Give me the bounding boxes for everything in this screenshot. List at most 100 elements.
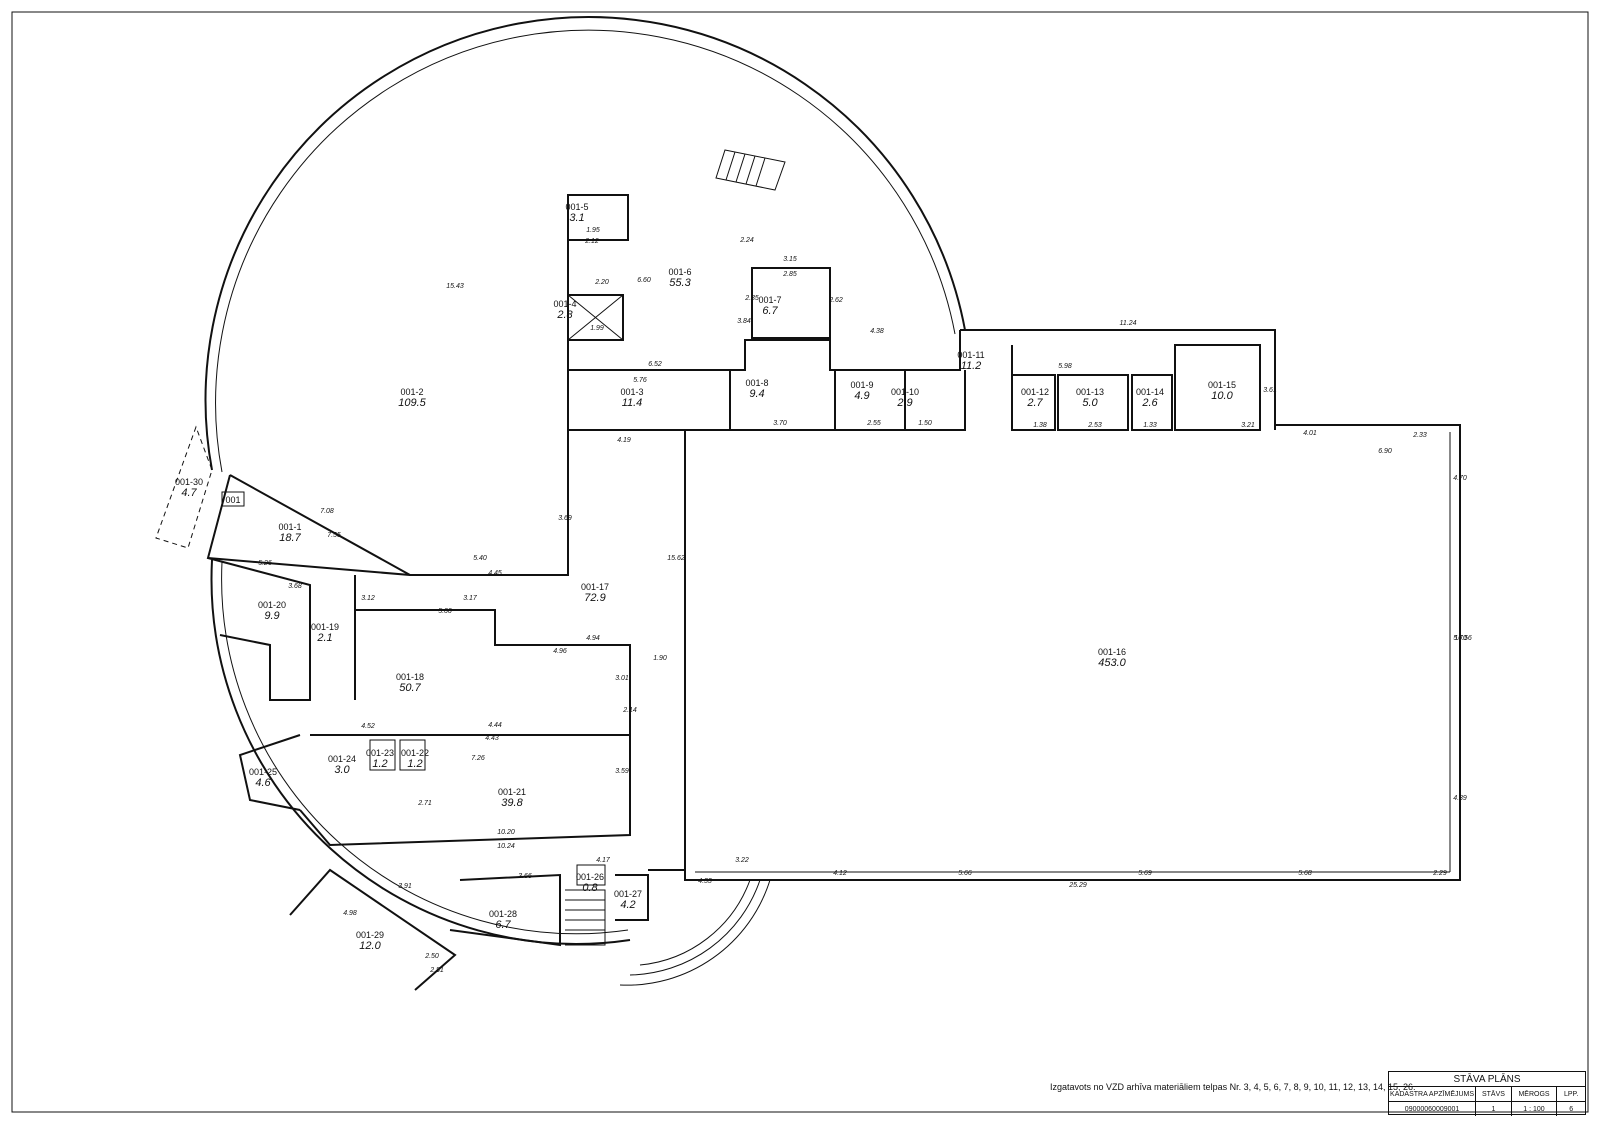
dimension-label: 2.14 <box>622 707 637 714</box>
dimension-label: 2.62 <box>828 297 843 304</box>
room-id-label: 001-4 <box>553 299 576 309</box>
room-id-label: 001-1 <box>278 522 301 532</box>
room-001-15 <box>1174 344 1261 431</box>
room-id-label: 001-29 <box>356 930 384 940</box>
entrance-steps <box>639 879 751 966</box>
room-area-label: 4.7 <box>181 487 197 499</box>
room-id-label: 001-25 <box>249 767 277 777</box>
dimension-label: 3.68 <box>288 583 302 590</box>
dimension-label: 6.52 <box>648 361 662 368</box>
room-id-label: 001-10 <box>891 387 919 397</box>
dimension-label: 3.61 <box>1263 387 1277 394</box>
dimension-label: 3.69 <box>558 515 572 522</box>
dimension-label: 2.81 <box>429 967 444 974</box>
room-area-label: 11.4 <box>622 397 643 409</box>
dimension-label: 2.20 <box>594 279 609 286</box>
room-area-label: 9.4 <box>749 388 764 400</box>
room-area-label: 12.0 <box>359 940 381 952</box>
entrance-steps <box>619 879 771 986</box>
dimension-label: 4.94 <box>586 635 600 642</box>
elevator-cross <box>567 294 624 341</box>
dimension-label: 2.29 <box>1432 870 1447 877</box>
room-001-13 <box>1057 374 1129 431</box>
room-id-label: 001-11 <box>957 350 984 360</box>
dimension-label: 2.35 <box>744 295 759 302</box>
dimension-label: 2.24 <box>739 237 754 244</box>
dimension-label: 4.38 <box>870 328 884 335</box>
dimension-label: 15.62 <box>667 555 685 562</box>
title-block-title: STĀVA PLĀNS <box>1453 1073 1521 1085</box>
wall-001-20 <box>207 557 311 701</box>
room-001-14 <box>1131 374 1173 431</box>
dimension-label: 3.12 <box>361 595 375 602</box>
dimension-label: 4.44 <box>488 722 502 729</box>
room-id-label: 001-15 <box>1208 380 1236 390</box>
title-block-value-page: 6 <box>1569 1105 1574 1113</box>
room-id-label: 001-8 <box>745 378 768 388</box>
entrance-steps <box>629 879 761 976</box>
dimension-label: 3.91 <box>398 883 412 890</box>
dimension-label: 3.01 <box>615 675 629 682</box>
title-block-header-floor: STĀVS <box>1476 1087 1512 1101</box>
room-area-label: 9.9 <box>264 610 279 622</box>
dimension-label: 2.50 <box>424 953 439 960</box>
room-id-label: 001-22 <box>401 748 429 758</box>
dimension-label: 5.40 <box>473 555 487 562</box>
room-area-label: 6.7 <box>762 305 778 317</box>
outer-curved-wall <box>204 16 966 471</box>
room-area-label: 55.3 <box>669 277 691 289</box>
room-id-label: 001-2 <box>400 387 423 397</box>
dimension-label: 2.33 <box>1412 432 1427 439</box>
dimension-label: 3.66 <box>518 873 532 880</box>
room-area-label: 18.7 <box>279 532 301 544</box>
dimension-label: 2.85 <box>782 271 797 278</box>
stair-tread <box>745 155 756 185</box>
room-001-12 <box>1011 374 1056 431</box>
room-labels: 001-118.7001-2109.5001-311.4001-42.8001-… <box>175 202 1236 952</box>
room-area-label: 2.9 <box>896 397 912 409</box>
dimension-label: 2.53 <box>1087 422 1102 429</box>
room-area-label: 4.9 <box>854 390 869 402</box>
wall-001-18 <box>310 609 631 736</box>
frame-label: 001 <box>225 495 240 505</box>
sheet-border <box>11 11 1589 1113</box>
dimension-label: 4.17 <box>596 857 611 864</box>
room-id-label: 001-12 <box>1021 387 1049 397</box>
dimension-label: 4.52 <box>361 723 375 730</box>
wall-001-28 <box>449 873 561 947</box>
room-area-label: 0.8 <box>582 882 598 894</box>
title-block: STĀVA PLĀNS KADASTRA APZĪMĒJUMS STĀVS MĒ… <box>1388 1071 1586 1116</box>
room-area-label: 3.0 <box>334 764 350 776</box>
room-id-label: 001-24 <box>328 754 356 764</box>
title-block-header-scale: MĒROGS <box>1512 1087 1558 1101</box>
wall-001-29 <box>289 868 457 991</box>
dimension-label: 5.70 <box>1453 635 1467 642</box>
wall-001-21 <box>299 735 631 847</box>
dimension-label: 10.20 <box>497 829 515 836</box>
room-area-label: 2.1 <box>316 632 332 644</box>
room-001-23 <box>369 739 396 771</box>
dimension-label: 4.43 <box>485 735 499 742</box>
room-area-label: 6.7 <box>495 919 511 931</box>
room-id-label: 001-28 <box>489 909 517 919</box>
dimension-label: 5.69 <box>1138 870 1152 877</box>
room-area-label: 1.2 <box>372 758 387 770</box>
dimension-label: 3.59 <box>615 768 629 775</box>
wall-001-2 <box>229 195 569 576</box>
dimension-label: 15.43 <box>446 283 464 290</box>
room-id-label: 001-16 <box>1098 647 1126 657</box>
room-id-label: 001-18 <box>396 672 424 682</box>
dimension-labels: 15.4311.245.986.525.7625.2915.6216.564.7… <box>258 227 1472 974</box>
room-id-label: 001-7 <box>758 295 781 305</box>
wall-row-001-3-10 <box>567 370 966 431</box>
dimension-label: 1.95 <box>586 227 600 234</box>
dimension-label: 7.08 <box>320 508 334 515</box>
room-id-label: 001-20 <box>258 600 286 610</box>
dimension-label: 1.90 <box>653 655 667 662</box>
dimension-label: 16.56 <box>1454 635 1472 642</box>
room-id-label: 001-17 <box>581 582 609 592</box>
dimension-label: 7.55 <box>327 532 341 539</box>
room-area-label: 2.7 <box>1026 397 1043 409</box>
dimension-label: 4.12 <box>833 870 847 877</box>
